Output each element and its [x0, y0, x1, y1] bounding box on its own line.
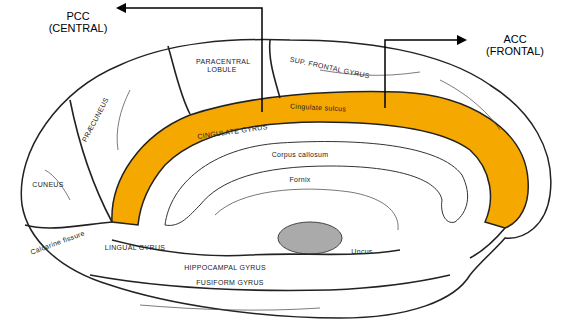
anatomy-label: Uncus — [351, 248, 372, 256]
thalamus — [278, 222, 342, 254]
anatomy-label: LINGUAL GYRUS — [105, 244, 165, 252]
pcc-arrow — [118, 8, 262, 112]
acc-arrow — [385, 40, 465, 108]
anatomy-label: FUSIFORM GYRUS — [196, 279, 264, 287]
anatomy-label: CUNEUS — [32, 181, 63, 189]
anatomy-label: Corpus callosum — [272, 151, 329, 159]
anatomy-label: PARACENTRAL LOBULE — [196, 58, 248, 73]
minor-sulci — [45, 70, 500, 310]
region-callout: ACC (FRONTAL) — [477, 33, 553, 57]
sulci — [25, 40, 505, 290]
anatomy-label: HIPPOCAMPAL GYRUS — [184, 264, 266, 272]
brain-outline — [21, 40, 551, 318]
anatomy-label: Fornix — [289, 176, 310, 184]
cingulate-gyrus — [112, 92, 528, 228]
region-callout: PCC (CENTRAL) — [43, 10, 113, 34]
corpus-callosum — [165, 142, 468, 226]
